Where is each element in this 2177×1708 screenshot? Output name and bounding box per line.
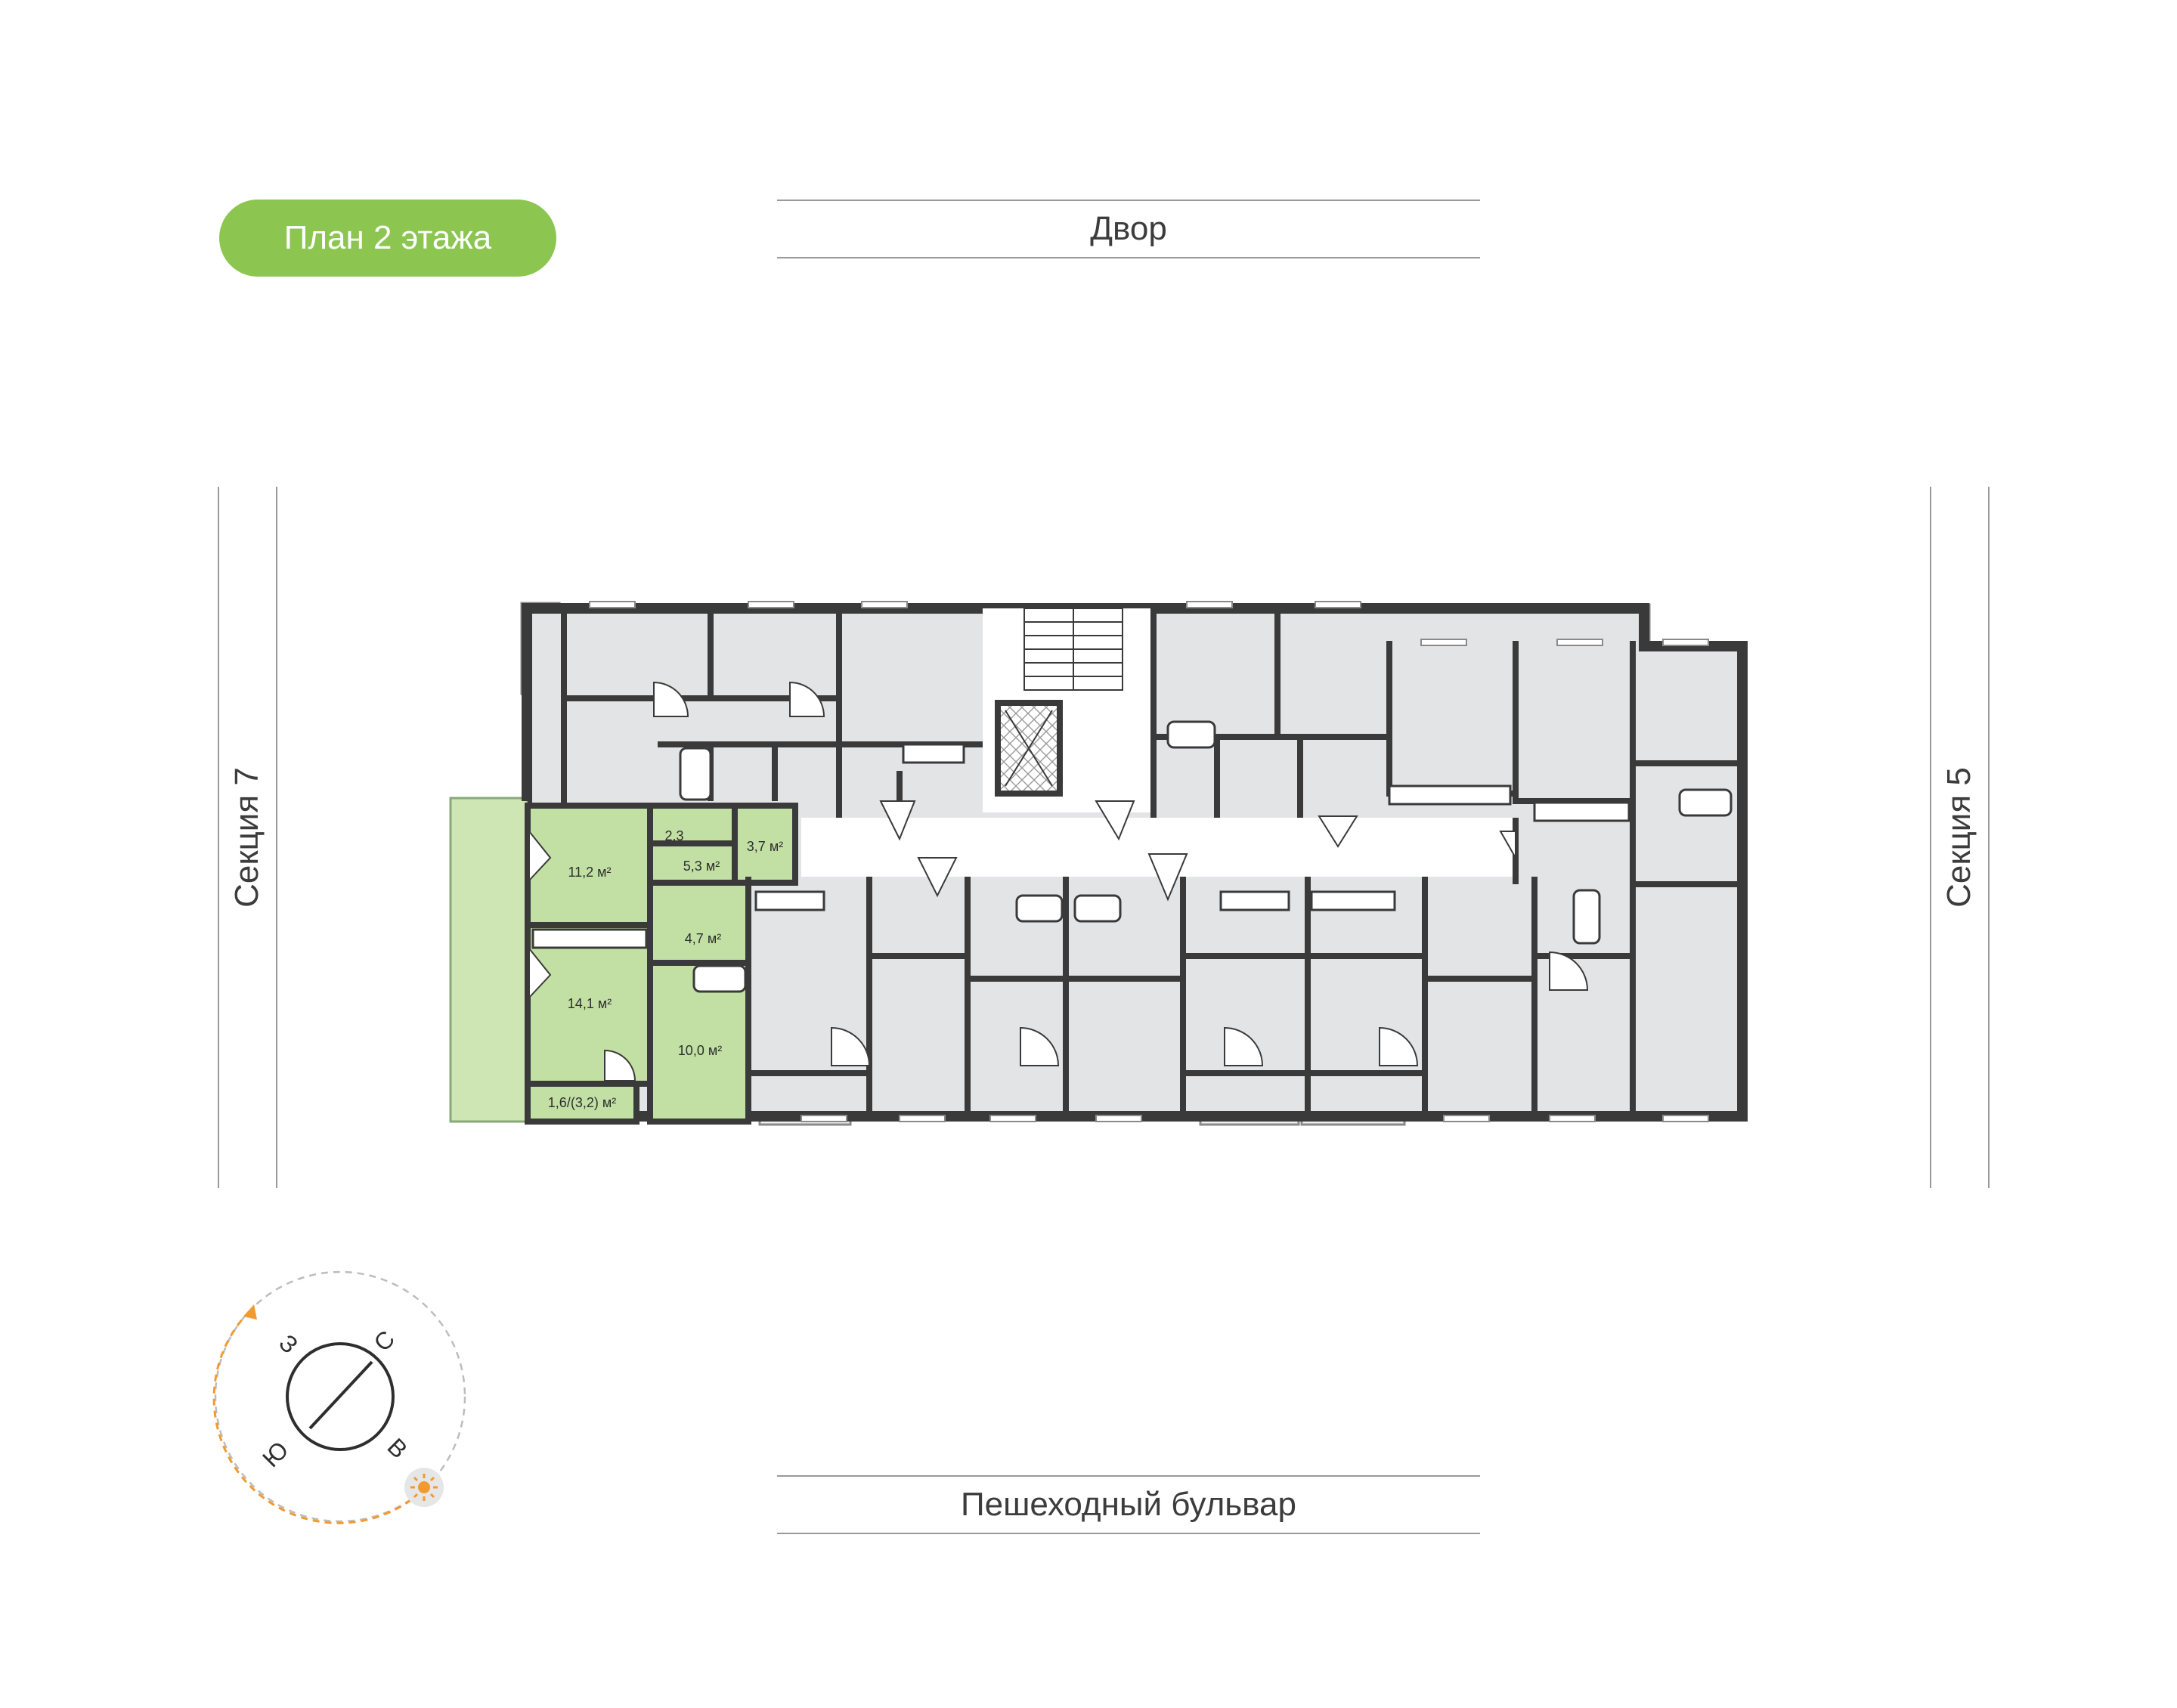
compass-orbit [214,1270,466,1523]
interior-walls [561,608,1737,1122]
orientation-bottom-label: Пешеходный бульвар [961,1486,1296,1523]
windows [589,601,1709,1122]
floor-plan-title-badge: План 2 этажа [219,200,556,277]
room-area-14-1: 14,1 м² [568,996,612,1011]
orientation-bottom: Пешеходный бульвар [777,1475,1480,1534]
balcony-area: 1,6/(3,2) м² [548,1095,616,1110]
top-rule-upper [777,200,1480,201]
orientation-top-label: Двор [1090,210,1167,247]
room-area-10-0: 10,0 м² [678,1043,722,1058]
kitchen-counters [531,743,1630,949]
staircase [1023,608,1123,691]
sun-path-arrow-icon [243,1304,257,1320]
left-rule-outer [218,487,219,1188]
right-rule-outer [1988,487,1990,1188]
orientation-top: Двор [777,200,1480,258]
sun-icon [404,1468,444,1507]
bath-area-4-7: 4,7 м² [685,931,721,946]
sun-path-arc [212,1310,417,1524]
hall-area-5-3: 5,3 м² [683,859,720,874]
top-rule-lower [777,257,1480,258]
left-rule-inner [276,487,277,1188]
floor-plan-title: План 2 этажа [283,219,492,256]
compass-east: В [382,1433,413,1464]
compass-west: З [274,1329,303,1359]
lift [995,700,1063,797]
area-labels: 11,2 м² 14,1 м² 1,6/(3,2) м² 2,3 5,3 м² … [548,828,783,1110]
compass-needle [308,1360,373,1430]
terrace [449,797,529,1123]
compass-north: С [368,1325,400,1357]
bottom-rule-upper [777,1475,1480,1477]
bottom-rule-lower [777,1533,1480,1534]
room-area-11-2: 11,2 м² [568,865,611,880]
compass-south: Ю [257,1436,293,1472]
bathtubs [679,720,1733,993]
compass: С З Ю В [212,1270,466,1524]
right-rule-inner [1930,487,1931,1188]
door-swings [528,681,1589,1081]
wc-area: 2,3 [664,828,683,843]
storage-area-3-7: 3,7 м² [747,839,783,854]
